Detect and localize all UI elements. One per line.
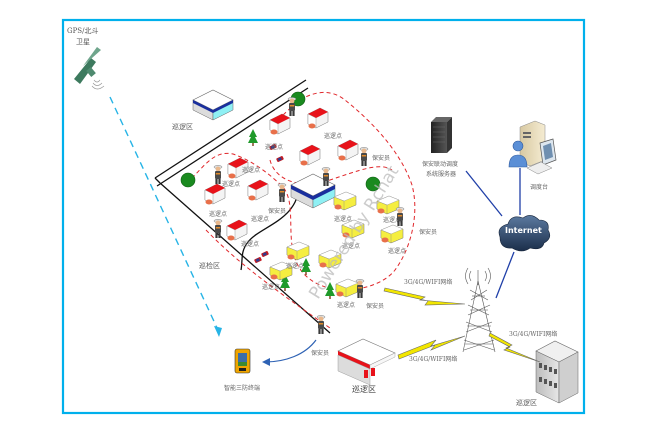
cell-tower-icon: [462, 267, 496, 353]
checkpoint-label: 巡逻点: [388, 247, 406, 255]
checkpoint-label: 巡逻点: [222, 180, 240, 188]
checkpoint-label: 巡逻点: [241, 240, 259, 248]
checkpoint-label: 巡逻点: [251, 215, 269, 223]
network-label: 3G/4G/WIFI网络: [509, 330, 557, 338]
checkpoint-label: 巡逻点: [242, 166, 260, 174]
patrol-zone-label-top: 巡逻区: [172, 122, 193, 131]
checkpoint-labels: 巡逻点 巡逻点 巡逻点 巡逻点 巡逻点 巡逻点 巡逻点 巡逻点 巡逻点 巡逻点 …: [209, 132, 406, 309]
server-label-line2: 系统服务器: [426, 170, 456, 178]
internet-cloud-icon: [498, 215, 551, 252]
network-label: 3G/4G/WIFI网络: [404, 278, 452, 286]
server-label-line1: 保安联动调度: [422, 160, 458, 168]
patrol-zone-label-right: 巡逻区: [516, 398, 537, 407]
patrol-zone-label-center: 巡逻区: [352, 384, 376, 394]
dispatch-label: 调度台: [530, 183, 548, 191]
diagram-frame: [61, 18, 586, 415]
guard-label: 保安员: [311, 349, 329, 357]
network-links: [465, 168, 521, 299]
satellite-label-line1: GPS/北斗: [67, 27, 98, 35]
satellite-label-line2: 卫星: [76, 38, 90, 46]
inspection-zone-label: 巡检区: [199, 261, 220, 270]
dispatch-workstation-icon: [508, 120, 557, 175]
checkpoint-label: 巡逻点: [265, 143, 283, 151]
road-boundary: [154, 79, 331, 334]
guard-label: 保安员: [268, 207, 286, 215]
server-icon: [431, 117, 452, 153]
arrow-head: [262, 358, 270, 366]
guard-label: 保安员: [366, 302, 384, 310]
network-label: 3G/4G/WIFI网络: [409, 355, 457, 363]
checkpoint-label: 巡逻点: [334, 215, 352, 223]
checkpoint-label: 巡逻点: [262, 283, 280, 291]
gps-signal-dashed-line: [109, 96, 219, 331]
patrol-zone-building-top: [192, 89, 234, 121]
guard-label: 保安员: [419, 228, 437, 236]
patrol-zone-building-right: [535, 340, 579, 404]
guard-to-terminal-arrow: [264, 339, 317, 363]
network-link-bolts: [383, 287, 541, 363]
patrol-zone-building-center: [337, 338, 396, 386]
internet-label: Internet: [505, 226, 542, 235]
checkpoint-label: 巡逻点: [286, 262, 304, 270]
checkpoint-label: 巡逻点: [383, 216, 401, 224]
gps-satellite-icon: [74, 47, 105, 90]
terminal-label: 智能三防终端: [224, 384, 260, 392]
checkpoint-label: 巡逻点: [324, 132, 342, 140]
guard-label: 保安员: [372, 154, 390, 162]
checkpoint-label: 巡逻点: [342, 242, 360, 250]
checkpoint-label: 巡逻点: [337, 301, 355, 309]
tree-icon: [180, 91, 381, 299]
checkpoint-label: 巡逻点: [209, 210, 227, 218]
gps-arrow-head: [214, 326, 222, 337]
smart-terminal-icon: [234, 348, 251, 374]
